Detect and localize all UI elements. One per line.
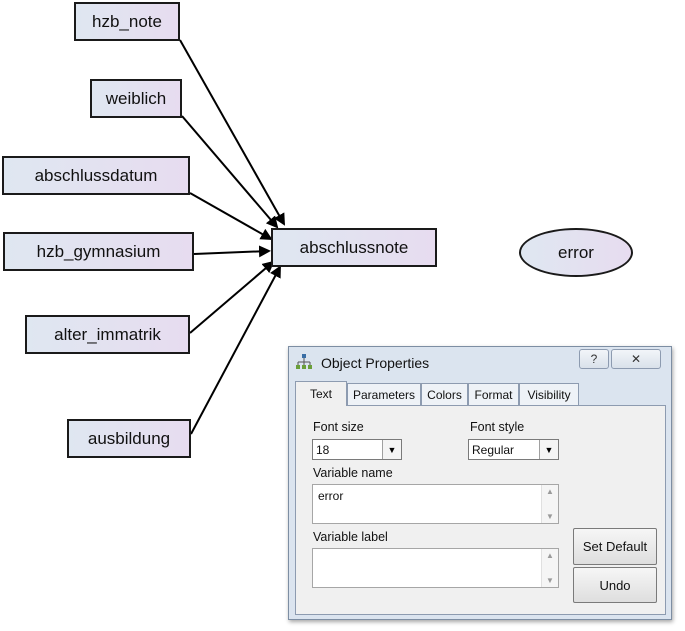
dialog-title: Object Properties [321, 355, 430, 371]
tab-strip: Text Parameters Colors Format Visibility [295, 381, 667, 406]
variable-name-scrollbar[interactable]: ▲ ▼ [541, 485, 558, 523]
font-size-label: Font size [313, 420, 364, 434]
chevron-down-icon[interactable]: ▼ [539, 440, 558, 459]
object-properties-dialog: Object Properties ? ✕ Text Parameters Co… [288, 346, 672, 620]
variable-name-field[interactable]: error ▲ ▼ [312, 484, 559, 524]
scroll-up-icon[interactable]: ▲ [546, 551, 554, 560]
font-size-select[interactable]: 18 ▼ [312, 439, 402, 460]
observed-variable-box[interactable]: hzb_note [74, 2, 180, 41]
text-tab-panel: Font size 18 ▼ Font style Regular ▼ Vari… [295, 405, 666, 615]
path-arrow[interactable] [190, 265, 281, 435]
tab-visibility[interactable]: Visibility [519, 383, 579, 405]
tab-parameters[interactable]: Parameters [347, 383, 421, 405]
variable-name-value: error [318, 489, 344, 503]
observed-variable-box[interactable]: abschlussdatum [2, 156, 190, 195]
font-style-select[interactable]: Regular ▼ [468, 439, 559, 460]
outcome-variable-box[interactable]: abschlussnote [271, 228, 437, 267]
observed-variable-box[interactable]: weiblich [90, 79, 182, 118]
scroll-down-icon[interactable]: ▼ [546, 512, 554, 521]
observed-variable-box[interactable]: hzb_gymnasium [3, 232, 194, 271]
help-button[interactable]: ? [579, 349, 609, 369]
font-style-value: Regular [472, 443, 515, 457]
path-arrow[interactable] [179, 39, 285, 226]
variable-label-label: Variable label [313, 530, 388, 544]
observed-variable-box[interactable]: ausbildung [67, 419, 191, 458]
scroll-down-icon[interactable]: ▼ [546, 576, 554, 585]
close-button[interactable]: ✕ [611, 349, 661, 369]
tab-colors[interactable]: Colors [421, 383, 468, 405]
font-style-label: Font style [470, 420, 525, 434]
set-default-button[interactable]: Set Default [573, 528, 657, 565]
hierarchy-icon [296, 354, 312, 369]
path-arrow[interactable] [189, 260, 275, 334]
variable-label-field[interactable]: ▲ ▼ [312, 548, 559, 588]
undo-button[interactable]: Undo [573, 567, 657, 603]
path-arrow[interactable] [189, 192, 273, 240]
path-arrow[interactable] [181, 115, 279, 229]
tab-format[interactable]: Format [468, 383, 519, 405]
variable-name-label: Variable name [313, 466, 393, 480]
path-arrow[interactable] [193, 245, 271, 258]
variable-label-scrollbar[interactable]: ▲ ▼ [541, 549, 558, 587]
chevron-down-icon[interactable]: ▼ [382, 440, 401, 459]
font-size-value: 18 [316, 443, 330, 457]
observed-variable-box[interactable]: alter_immatrik [25, 315, 190, 354]
scroll-up-icon[interactable]: ▲ [546, 487, 554, 496]
error-variable-ellipse[interactable]: error [519, 228, 633, 277]
tab-text[interactable]: Text [295, 381, 347, 406]
